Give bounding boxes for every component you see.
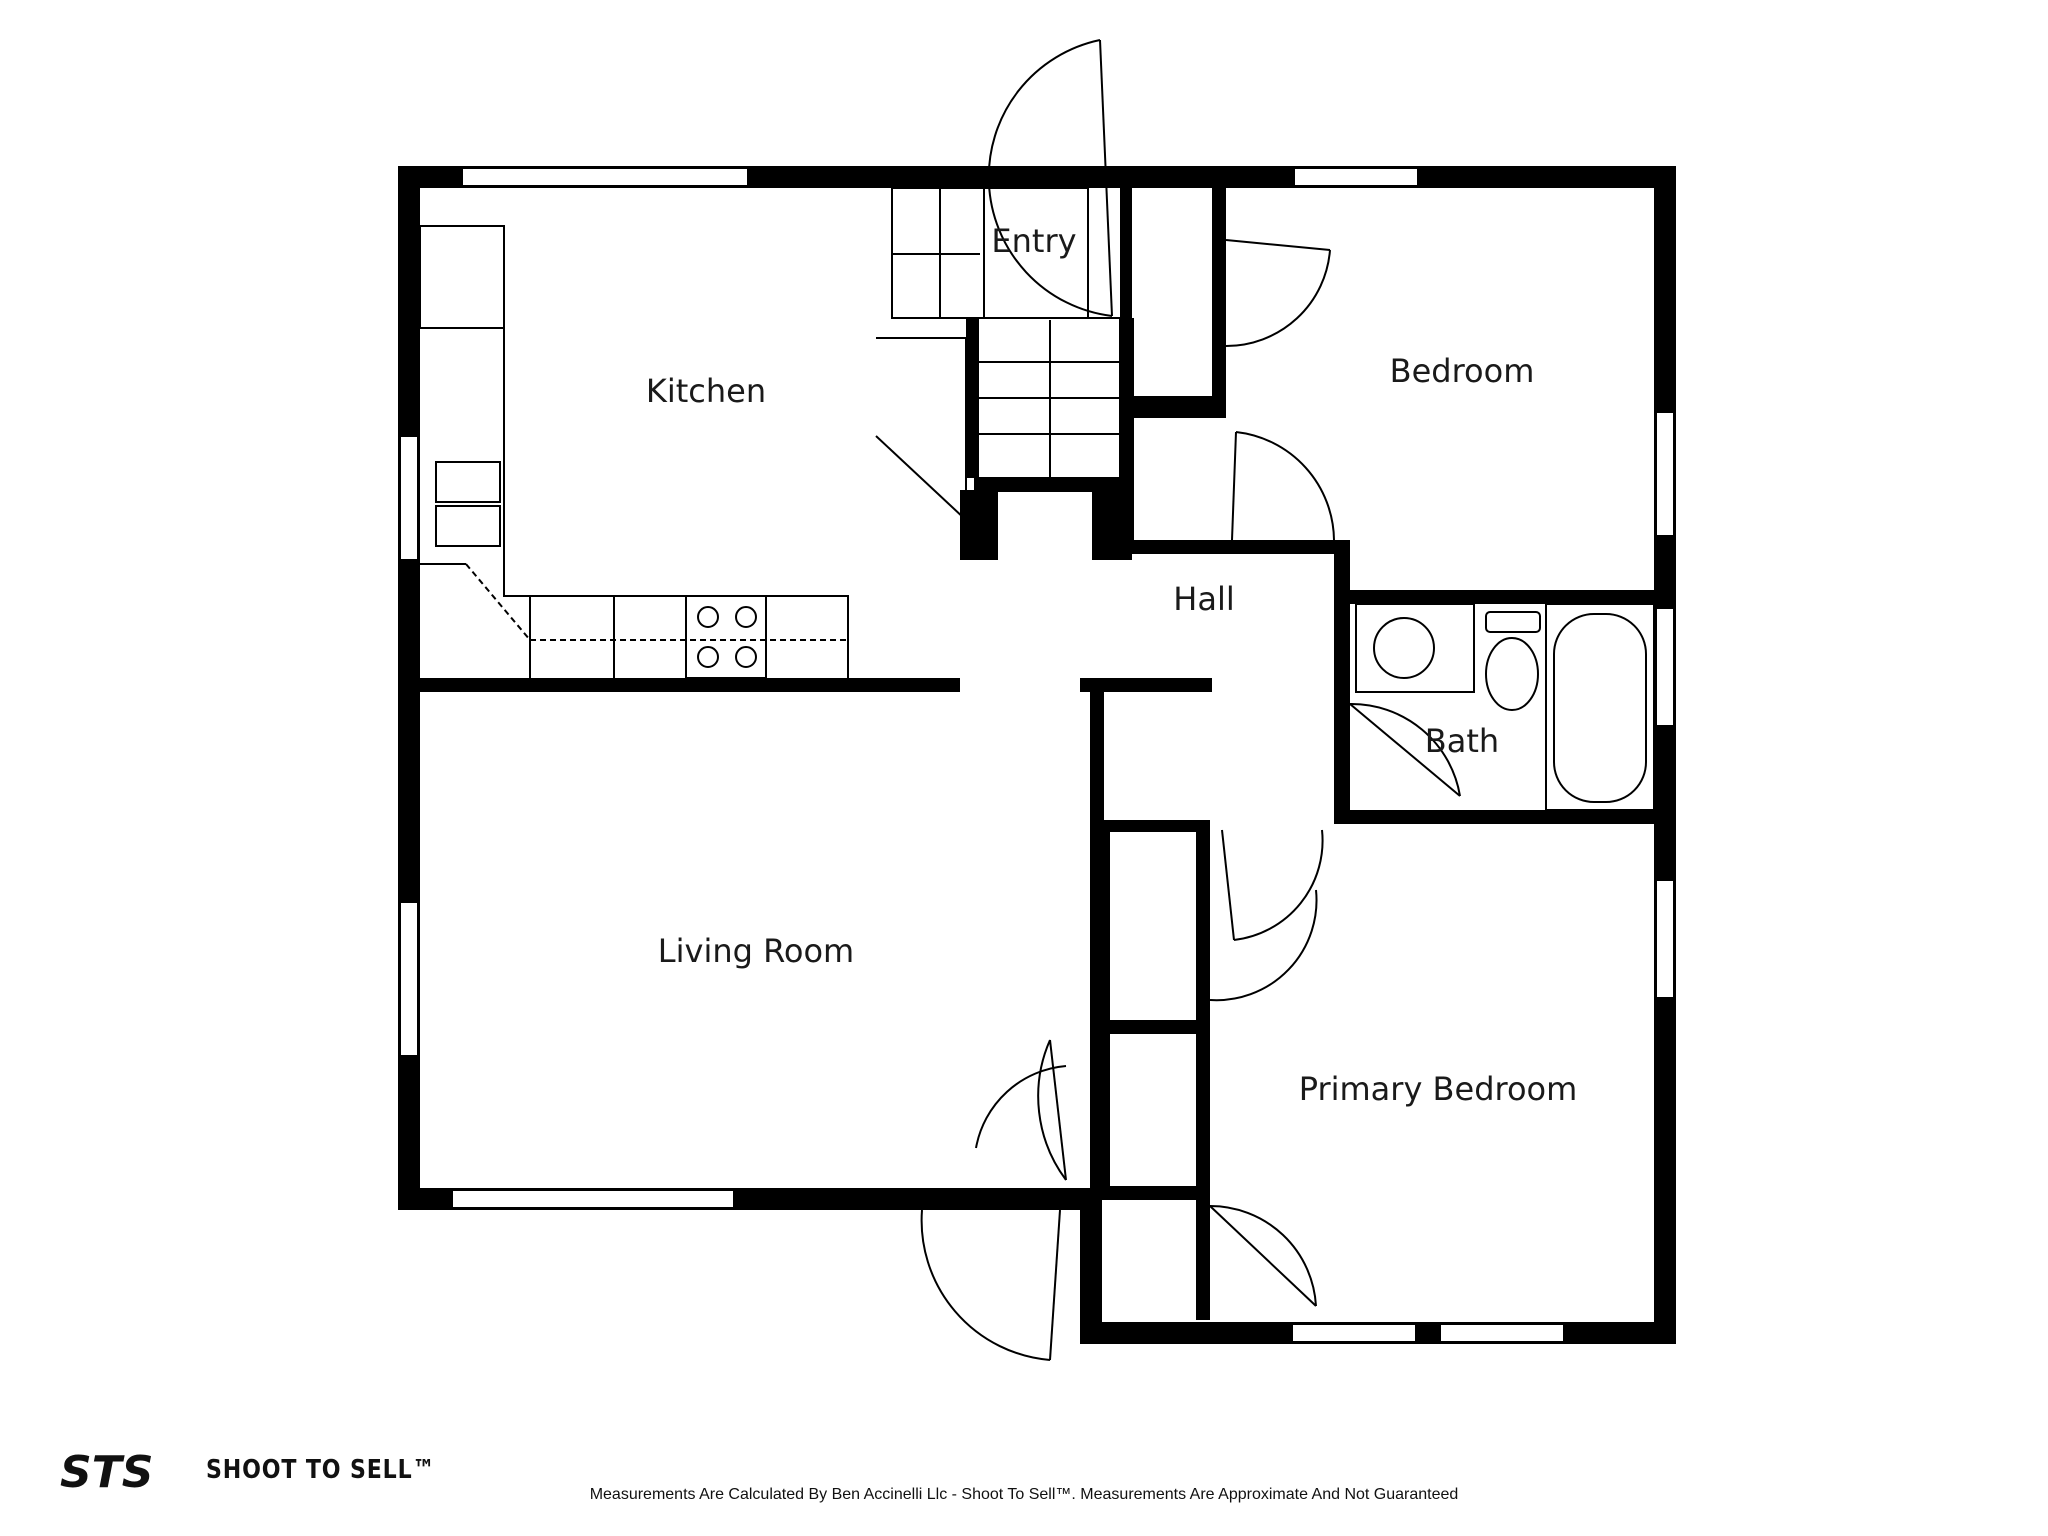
interior-walls: [420, 188, 1676, 1320]
entry-label: Entry: [991, 222, 1076, 260]
footer-disclaimer: Measurements Are Calculated By Ben Accin…: [589, 1486, 1459, 1503]
kitchen-label: Kitchen: [646, 372, 766, 410]
bath-fixtures: [1355, 603, 1655, 811]
windows: [399, 167, 1675, 1343]
svg-text:STS: STS: [60, 1447, 153, 1495]
stairs: [875, 187, 1121, 521]
brand-name: SHOOT TO SELL™: [206, 1455, 436, 1485]
bath-label: Bath: [1425, 722, 1499, 760]
living-room-label: Living Room: [658, 932, 854, 970]
room-labels: Entry Kitchen Bedroom Hall Bath Living R…: [646, 222, 1577, 1108]
bedroom-label: Bedroom: [1390, 352, 1535, 390]
kitchen-fixtures: [419, 225, 849, 679]
doors: [920, 39, 1461, 1361]
primary-bedroom-label: Primary Bedroom: [1299, 1070, 1578, 1108]
sts-logo-icon: STS: [60, 1447, 153, 1495]
hall-label: Hall: [1173, 580, 1234, 618]
